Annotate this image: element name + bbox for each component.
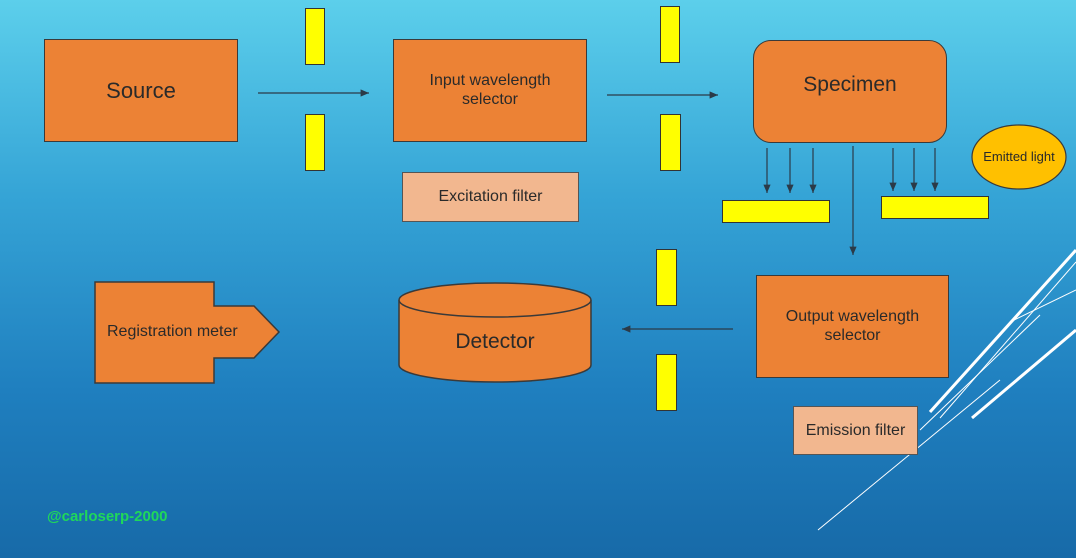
emitted-light-ellipse <box>971 124 1067 190</box>
slit-bottom-3 <box>656 354 677 411</box>
emitted-light-label: Emitted light <box>983 149 1055 164</box>
registration-meter-label: Registration meter <box>107 323 238 340</box>
decorative-lines <box>817 248 1076 531</box>
source-box: Source <box>44 39 238 142</box>
slit-top-2 <box>660 6 680 63</box>
output-selector-label: Output wavelength selector <box>785 308 920 344</box>
input-wavelength-selector-box: Input wavelength selector <box>393 39 587 142</box>
emission-filter-label: Emission filter <box>805 421 906 439</box>
slit-horizontal-left <box>722 200 830 223</box>
detector-cylinder <box>398 282 592 383</box>
watermark: @carloserp-2000 <box>47 508 168 525</box>
slit-bottom-2 <box>660 114 681 171</box>
source-label: Source <box>106 77 176 103</box>
slit-horizontal-right <box>881 196 989 219</box>
input-selector-label: Input wavelength selector <box>429 72 551 108</box>
output-wavelength-selector-box: Output wavelength selector <box>756 275 949 378</box>
excitation-filter: Excitation filter <box>402 172 579 222</box>
specimen-label: Specimen <box>803 73 897 97</box>
specimen-box: Specimen <box>753 40 947 143</box>
excitation-filter-label: Excitation filter <box>438 188 543 205</box>
slit-top-1 <box>305 8 325 65</box>
emission-filter: Emission filter <box>793 406 918 455</box>
detector-label: Detector <box>455 330 535 353</box>
registration-meter-shape <box>94 281 281 384</box>
slit-bottom-1 <box>305 114 325 171</box>
slit-top-3 <box>656 249 677 306</box>
